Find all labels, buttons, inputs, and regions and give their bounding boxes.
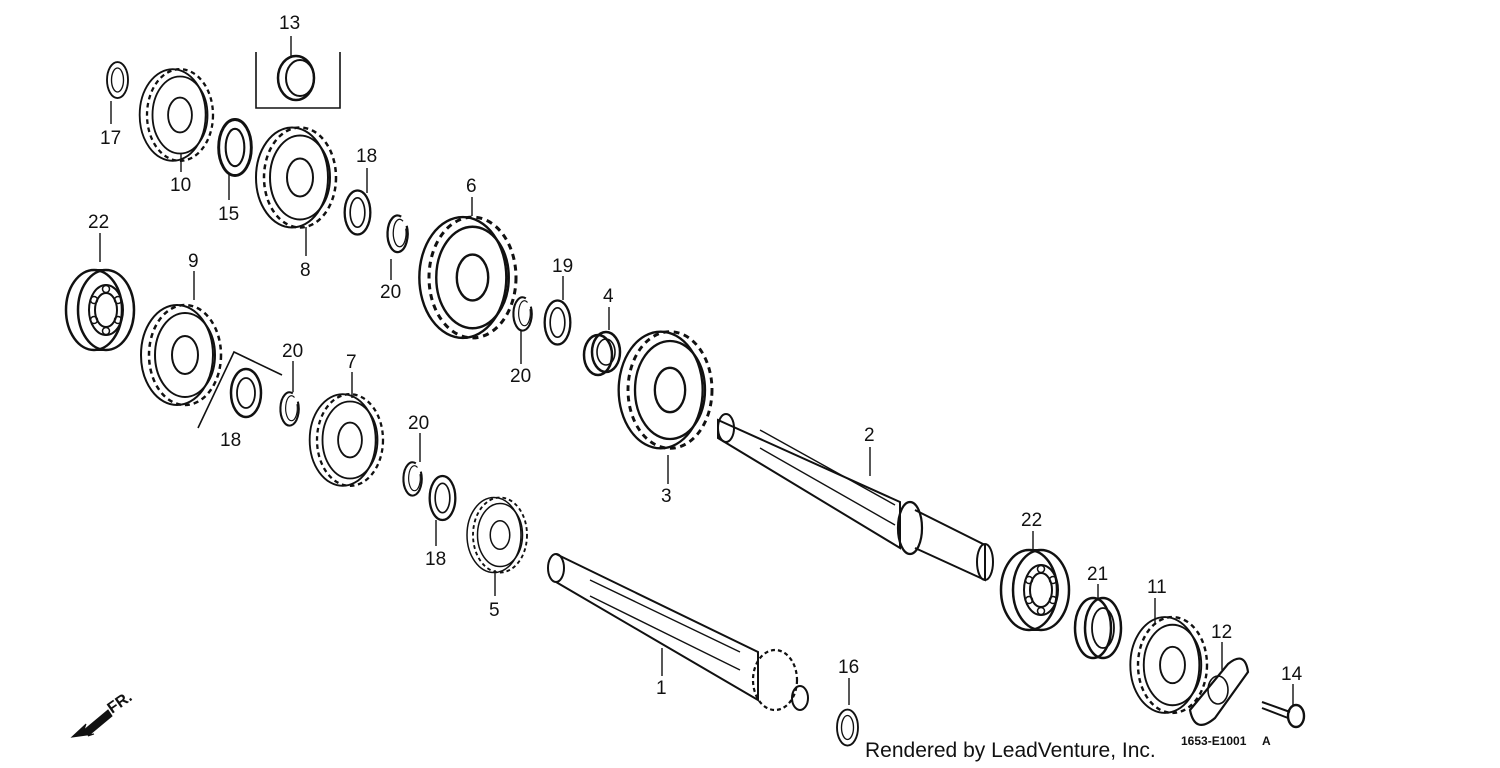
- callout-20-lower: 20: [408, 413, 429, 434]
- part-21-oil-seal: [1073, 596, 1123, 660]
- part-18-washer-bracketed: [197, 350, 283, 429]
- callout-17: 17: [100, 128, 121, 149]
- part-20-circlip-lower: [402, 461, 423, 497]
- callout-18-bracketed: 18: [220, 430, 241, 451]
- part-15-washer: [217, 117, 253, 178]
- callout-14: 14: [1281, 664, 1303, 685]
- drawing-revision: A: [1262, 734, 1271, 748]
- callout-18-lower: 18: [425, 549, 446, 570]
- callout-numbers: 17 10 13 15 8 18 20 6 20 19 4 3 2 22 21 …: [88, 13, 1303, 699]
- part-8-gear: [254, 126, 338, 229]
- part-18-washer-lower: [428, 474, 457, 522]
- part-14-bolt: [1261, 701, 1306, 729]
- callout-22-left: 22: [88, 212, 109, 233]
- front-direction-arrow: FR.: [70, 689, 135, 738]
- callout-21: 21: [1087, 564, 1108, 585]
- callout-20-upper: 20: [380, 282, 401, 303]
- callout-2: 2: [864, 425, 875, 446]
- callout-8: 8: [300, 260, 311, 281]
- callout-16: 16: [838, 657, 859, 678]
- part-9-gear: [139, 303, 223, 407]
- part-20-circlip-left: [279, 391, 300, 427]
- callout-11: 11: [1147, 577, 1167, 598]
- callout-15: 15: [218, 204, 239, 225]
- callout-19: 19: [552, 256, 573, 277]
- callout-20-left: 20: [282, 341, 303, 362]
- callout-22-right: 22: [1021, 510, 1042, 531]
- part-18-washer-upper: [343, 189, 372, 236]
- part-5-gear: [466, 496, 528, 574]
- part-22-bearing-left: [64, 268, 136, 352]
- callout-9: 9: [188, 251, 199, 272]
- callout-3: 3: [661, 486, 672, 507]
- part-1-mainshaft: [547, 553, 809, 712]
- part-20-circlip-upper: [386, 214, 409, 254]
- callout-4: 4: [603, 286, 614, 307]
- part-6-gear: [417, 215, 518, 340]
- callout-20-mid: 20: [510, 366, 531, 387]
- part-12-fixing-plate: [1188, 657, 1250, 726]
- part-3-gear: [617, 330, 714, 450]
- callout-13: 13: [279, 13, 300, 34]
- callout-6: 6: [466, 176, 477, 197]
- part-19-washer: [543, 299, 572, 346]
- leader-lines: [99, 36, 1294, 705]
- part-7-gear: [308, 393, 385, 487]
- callout-10: 10: [170, 175, 191, 196]
- part-2-countershaft: [717, 413, 994, 582]
- drawing-code: 1653-E1001: [1181, 734, 1247, 748]
- callout-12: 12: [1211, 622, 1232, 643]
- part-16-washer: [835, 708, 860, 747]
- credit-text: Rendered by LeadVenture, Inc.: [865, 739, 1156, 762]
- part-11-sprocket: [1129, 615, 1209, 715]
- part-22-bearing-right: [999, 548, 1071, 632]
- part-13-bushing: [255, 52, 341, 109]
- part-4-bushing: [582, 330, 622, 377]
- callout-1: 1: [656, 678, 667, 699]
- part-20-circlip-mid: [512, 296, 533, 332]
- callout-7: 7: [346, 352, 357, 373]
- callout-18-upper: 18: [356, 146, 377, 167]
- part-10-gear: [138, 68, 215, 162]
- part-17-washer: [105, 60, 130, 100]
- callout-5: 5: [489, 600, 500, 621]
